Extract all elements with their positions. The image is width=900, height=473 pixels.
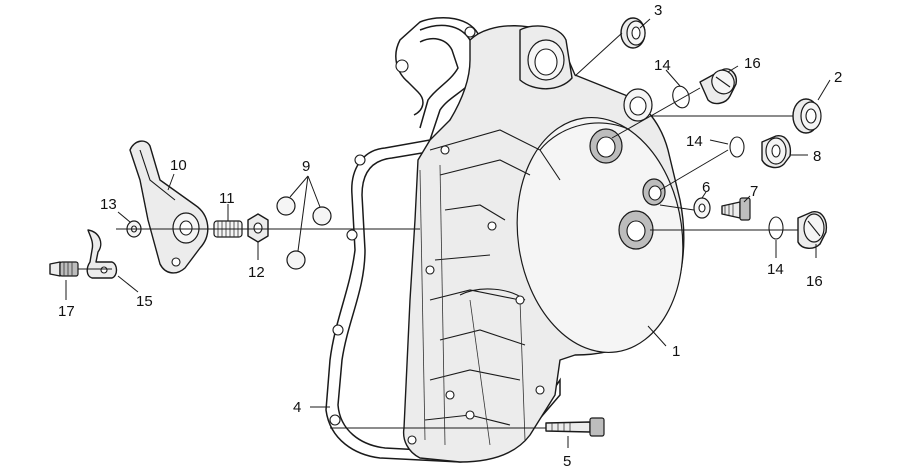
crankcase-cover [402,25,685,463]
callout-labels: 1 2 3 4 5 6 7 8 9 10 11 12 13 14 14 14 1… [58,2,842,470]
callout-8: 8 [813,148,821,165]
screw [721,197,751,221]
callout-13: 13 [100,196,117,213]
callout-7: 7 [750,183,758,200]
callout-3: 3 [654,2,662,19]
steel-balls [276,196,332,270]
callout-10: 10 [170,157,187,174]
plug-bottom [797,211,828,249]
lever [129,140,209,274]
bolt [545,417,605,437]
callout-16-bottom: 16 [806,273,823,290]
callout-2: 2 [834,69,842,86]
leader-lines [65,18,831,448]
callout-16-top: 16 [744,55,761,72]
callout-4: 4 [293,399,301,416]
callout-11: 11 [219,190,235,207]
oil-seal-top [620,17,646,49]
spring-plate [86,229,118,279]
o-ring-bottom [768,216,784,240]
oil-seal-right [792,98,822,134]
callout-14-bottom: 14 [767,261,784,278]
o-ring-top [672,85,690,109]
plug-top [699,68,737,105]
callout-5: 5 [563,453,571,470]
callout-12: 12 [248,264,265,281]
small-bolt [49,261,79,277]
callout-9: 9 [302,158,310,175]
nut [247,213,269,243]
callout-6: 6 [702,179,710,196]
callout-17: 17 [58,303,75,320]
o-ring-middle [729,136,745,158]
callout-14-top: 14 [654,57,671,74]
drain-plug-with-seal [761,135,792,169]
callout-1: 1 [672,343,680,360]
callout-14-middle: 14 [686,133,703,150]
sealing-washer [693,197,711,219]
callout-15: 15 [136,293,153,310]
